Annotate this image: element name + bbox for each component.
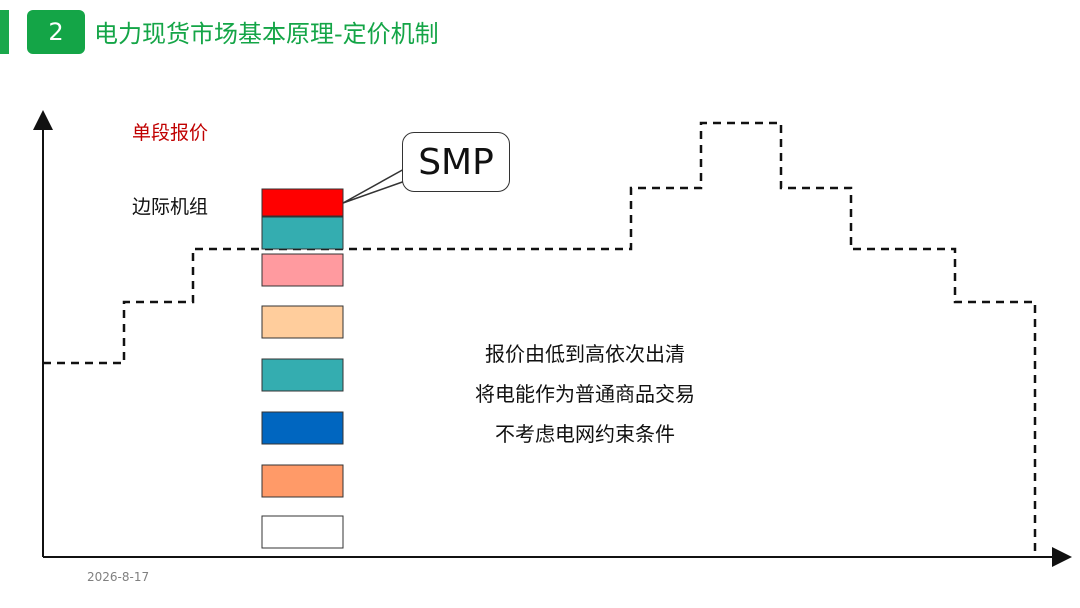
smp-callout: SMP: [402, 132, 510, 192]
note-line: 将电能作为普通商品交易: [475, 382, 695, 406]
single-bid-label: 单段报价: [132, 122, 209, 144]
bid-block-marginal: [261, 188, 344, 217]
bid-block: [261, 515, 344, 549]
note-line: 不考虑电网约束条件: [495, 422, 675, 446]
slide-number-badge: 2: [27, 10, 85, 54]
slide-date: 2026-8-17: [87, 570, 150, 584]
bid-block: [261, 464, 344, 498]
bid-block: [261, 411, 344, 445]
bid-block: [261, 216, 344, 250]
smp-callout-pointer: [342, 167, 409, 204]
bid-block: [261, 358, 344, 392]
note-line: 报价由低到高依次出清: [485, 342, 685, 366]
header-accent-bar: [0, 10, 9, 54]
marginal-unit-label: 边际机组: [132, 196, 209, 218]
slide-title: 电力现货市场基本原理-定价机制: [94, 20, 439, 48]
load-curve: [43, 121, 1037, 555]
bid-block: [261, 305, 344, 339]
notes: 报价由低到高依次出清 将电能作为普通商品交易 不考虑电网约束条件: [420, 340, 750, 460]
bid-block: [261, 253, 344, 287]
